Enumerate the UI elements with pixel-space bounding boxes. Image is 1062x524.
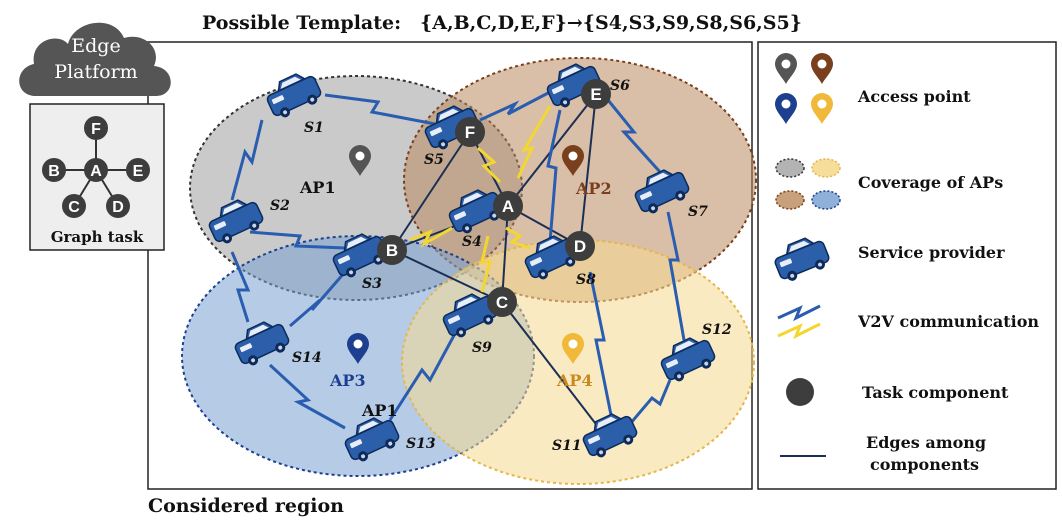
v2v-s14-s13	[268, 363, 346, 430]
vehicle-label: S7	[688, 204, 708, 220]
v2v-s14-s3	[289, 271, 347, 328]
svg-text:F: F	[465, 123, 475, 142]
vehicle-label: S6	[610, 78, 630, 94]
template-label: Possible Template:	[202, 12, 401, 34]
template-value: {A,B,C,D,E,F}→{S4,S3,S9,S8,S6,S5}	[420, 12, 802, 34]
vehicle-label: S8	[576, 272, 596, 288]
v2v-s4-s9	[480, 235, 492, 293]
edge-b-c	[391, 249, 503, 303]
component-c: C	[487, 287, 517, 317]
v2v-s1-s2	[230, 119, 264, 201]
vehicle-label: S9	[472, 340, 492, 356]
v2v-s5-s6	[479, 90, 551, 122]
v2v-s2-s3	[249, 230, 346, 250]
vehicle-label: S1	[304, 120, 324, 136]
legend-v2v-blue-icon	[777, 304, 821, 322]
vehicle-label: S5	[424, 152, 444, 168]
ap3-label: AP3	[329, 371, 366, 390]
svg-text:E: E	[590, 85, 601, 104]
region-caption: Considered region	[148, 495, 344, 517]
v2v-s1-s5	[324, 93, 436, 126]
graph-task-box: F B A E C D Graph task	[29, 103, 165, 251]
graph-node-b: B	[48, 163, 60, 180]
legend-task-component-icon	[786, 378, 814, 406]
legend-service-provider: Service provider	[858, 243, 1005, 262]
v2v-s2-s14	[230, 251, 251, 323]
vehicle-label: S11	[552, 438, 582, 454]
legend-task-component: Task component	[862, 383, 1009, 402]
vehicle-labels: S1 S2 S3 S4 S5 S6 S7 S8 S9 S11 S12 S13 S…	[270, 78, 732, 454]
v2v-s6-s7	[606, 99, 662, 174]
legend-v2v: V2V communication	[857, 312, 1039, 331]
svg-text:C: C	[496, 293, 508, 312]
v2v-s8-s11	[588, 271, 614, 421]
legend-edges-line2: components	[870, 455, 979, 474]
graph-node-f: F	[91, 121, 101, 138]
edge-e-d	[579, 93, 597, 247]
graph-task-caption: Graph task	[51, 228, 144, 246]
v2v-s3-s4	[409, 226, 453, 248]
vehicle-label: S4	[462, 234, 482, 250]
legend-access-point: Access point	[857, 87, 971, 106]
legend: Access point Coverage of APs Service pro…	[757, 41, 1057, 490]
ap2-label: AP2	[575, 179, 612, 198]
edge-c-s11	[501, 301, 603, 433]
v2v-s9-s13	[388, 327, 460, 421]
ap1-extra-label: AP1	[361, 401, 398, 420]
legend-ap4-pin-icon	[811, 93, 833, 124]
legend-coverage: Coverage of APs	[858, 173, 1003, 192]
component-b: B	[377, 235, 407, 265]
component-e: E	[581, 79, 611, 109]
vehicle-label: S2	[270, 198, 290, 214]
task-components: F E A B D C	[377, 79, 611, 317]
v2v-s4-s6	[516, 105, 552, 179]
v2v-s12-s11	[628, 379, 672, 425]
v2v-s4-s8	[505, 226, 531, 250]
vehicle-label: S3	[362, 276, 382, 292]
legend-ap3-pin-icon	[775, 93, 797, 124]
ap1-label: AP1	[299, 178, 336, 197]
component-a: A	[493, 191, 523, 221]
legend-ap2-pin-icon	[811, 53, 833, 84]
vehicle-label: S13	[406, 436, 436, 452]
legend-coverage-ap4	[811, 158, 841, 178]
edge-a-c	[501, 205, 509, 303]
ap4-label: AP4	[556, 371, 593, 390]
access-points: AP1 AP2 AP3 AP4 AP1	[299, 145, 612, 420]
legend-edges-line1: Edges among	[866, 433, 986, 452]
svg-text:B: B	[386, 241, 398, 260]
v2v-s7-s12	[666, 211, 686, 341]
legend-car-icon	[770, 231, 833, 286]
edge-platform-line2: Platform	[54, 61, 137, 83]
edge-platform-line1: Edge	[71, 35, 120, 57]
legend-frame	[757, 41, 1057, 490]
legend-coverage-ap1	[775, 158, 805, 178]
graph-node-a: A	[90, 163, 102, 180]
edge-platform-cloud: Edge Platform	[19, 22, 171, 97]
legend-ap1-pin-icon	[775, 53, 797, 84]
component-f: F	[455, 117, 485, 147]
edge-f-b	[391, 131, 471, 251]
v2v-links-yellow	[409, 105, 552, 293]
graph-node-c: C	[68, 199, 80, 216]
svg-text:D: D	[574, 237, 586, 256]
legend-coverage-ap3	[811, 190, 841, 210]
graph-node-e: E	[133, 163, 144, 180]
legend-coverage-ap2	[775, 190, 805, 210]
v2v-s5-s4	[477, 146, 502, 184]
v2v-links-blue	[230, 90, 686, 430]
v2v-s6-s8	[546, 109, 562, 243]
region-frame	[147, 41, 753, 490]
vehicle-label: S12	[702, 322, 732, 338]
legend-v2v-yellow-icon	[777, 322, 821, 340]
component-d: D	[565, 231, 595, 261]
vehicle-label: S14	[292, 350, 322, 366]
graph-node-d: D	[112, 199, 124, 216]
svg-text:A: A	[502, 197, 514, 216]
